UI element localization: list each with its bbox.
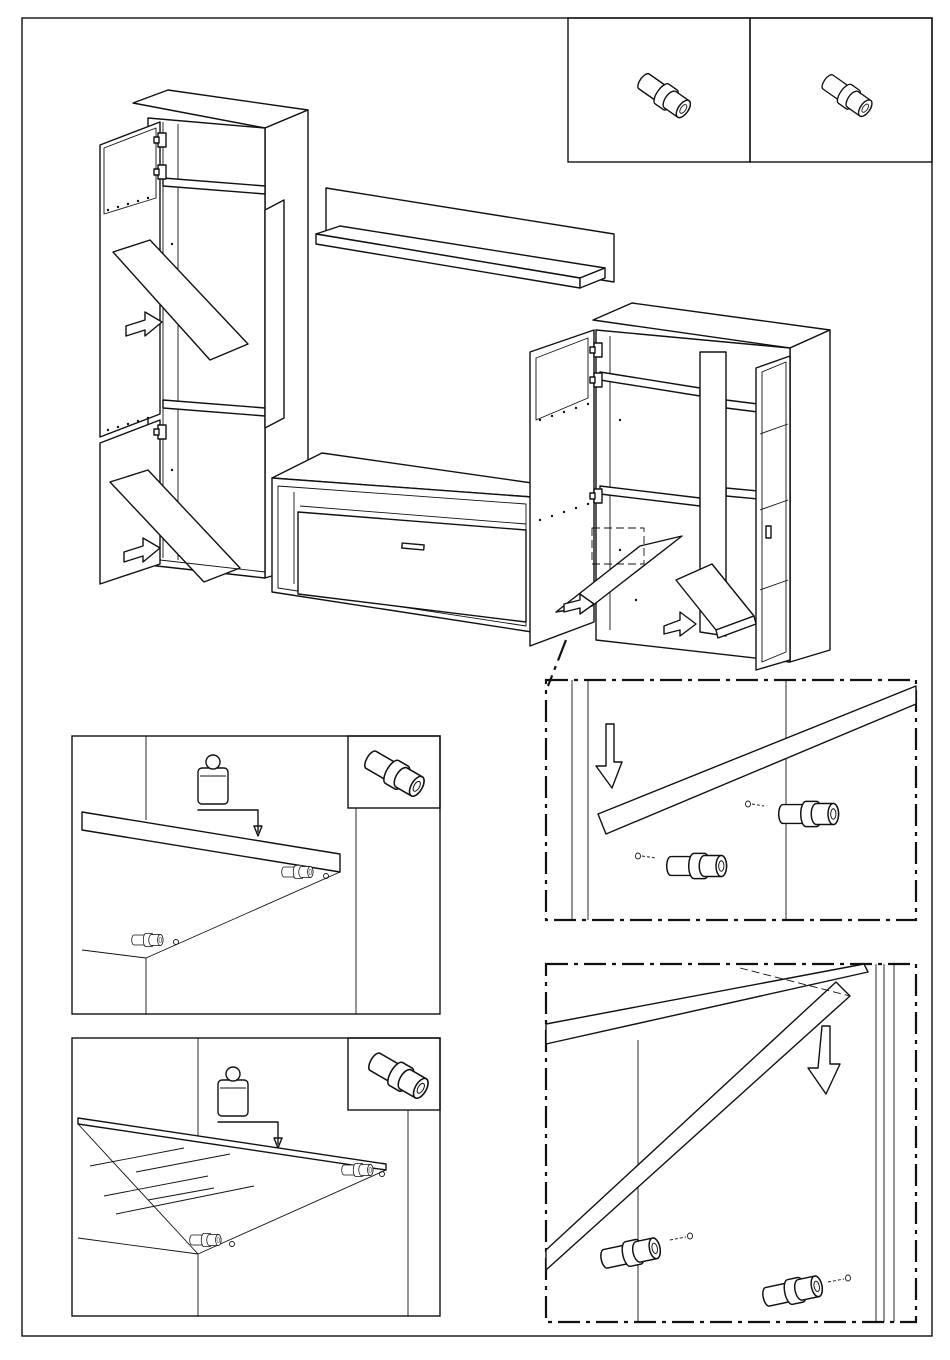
- right-cabinet: [530, 303, 830, 686]
- shelf-support-pin-icon: [132, 933, 163, 946]
- weight-icon: [218, 1067, 248, 1116]
- shelf-pin-variant-b-panel: [750, 18, 932, 162]
- wall-shelf: [316, 188, 614, 288]
- shelf-support-pin-icon: [667, 853, 727, 878]
- detail-shelf-insertion-panel: [546, 680, 916, 920]
- weight-icon: [198, 755, 228, 804]
- shelf-support-pin-icon: [342, 1163, 373, 1176]
- detail-shelf-tilt-in-panel: [546, 964, 916, 1322]
- tv-lowboard: [272, 453, 532, 632]
- shelf-pin-variant-a-panel: [568, 18, 750, 162]
- insert-arrow-icon: [808, 1026, 840, 1094]
- glass-shelf-on-pins-panel: [72, 1038, 440, 1316]
- wood-shelf-on-pins-panel: [72, 736, 440, 1014]
- shelf-support-pin-icon: [779, 801, 839, 826]
- shelf-support-pin-icon: [599, 1235, 663, 1272]
- insert-arrow-icon: [596, 724, 622, 788]
- shelf-support-pin-icon: [818, 70, 875, 120]
- shelf-support-pin-icon: [361, 746, 428, 800]
- shelf-support-pin-icon: [190, 1233, 221, 1246]
- shelf-support-pin-icon: [761, 1273, 825, 1310]
- shelf-support-pin-icon: [365, 1048, 432, 1102]
- shelf-support-pin-icon: [634, 69, 694, 121]
- shelf-support-pin-icon: [282, 865, 313, 878]
